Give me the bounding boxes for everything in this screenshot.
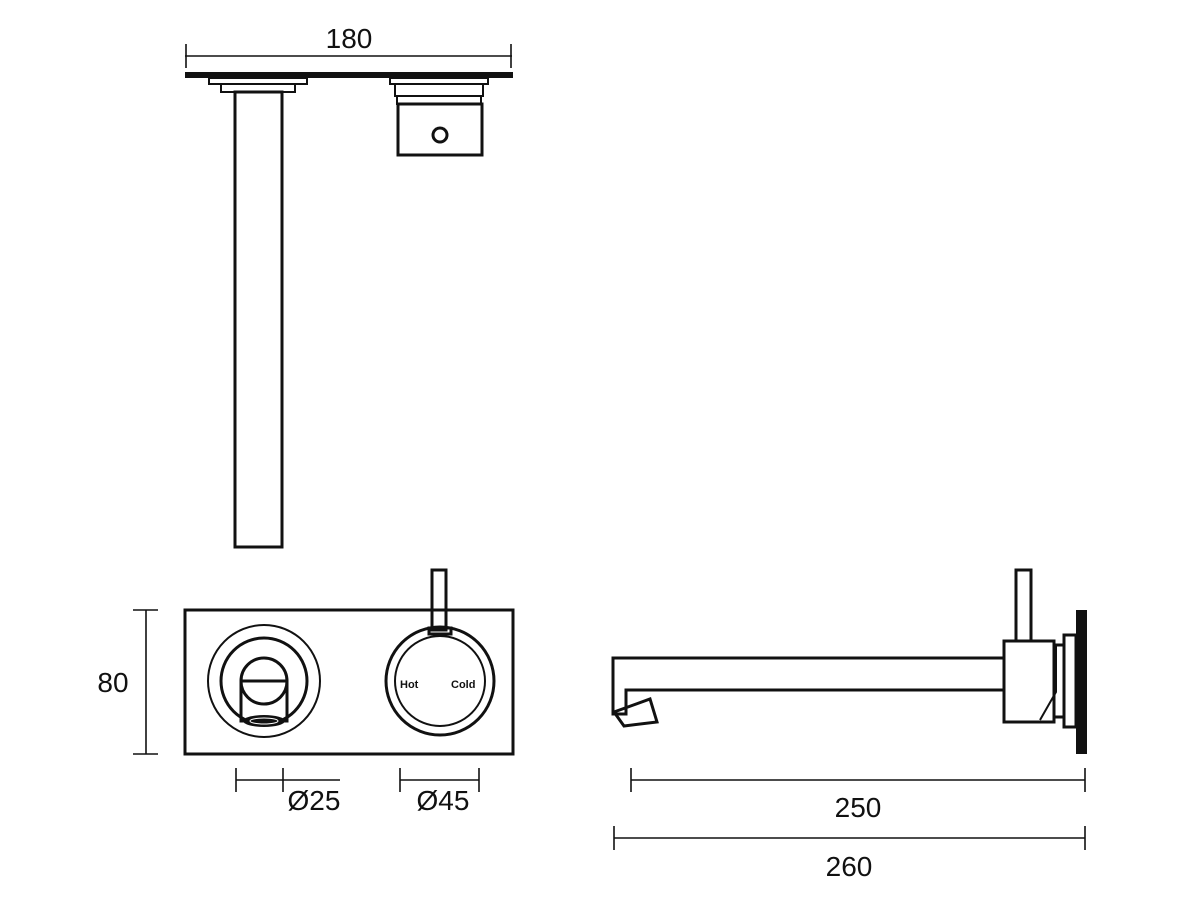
side-mixer-body [1002, 568, 1087, 754]
dimension-80: 80 [97, 609, 158, 755]
side-view: 250 260 [611, 568, 1087, 882]
dimension-label-250: 250 [835, 792, 882, 823]
top-backplate [185, 72, 513, 78]
front-view: 80 Hot Cold Ø25 [97, 568, 515, 816]
top-spout [208, 77, 308, 549]
side-wall-plate [1076, 610, 1087, 754]
spout-aerator [243, 715, 285, 727]
dimension-d25: Ø25 [235, 768, 341, 816]
dimension-label-80: 80 [97, 667, 128, 698]
dimension-250: 250 [630, 768, 1086, 823]
side-spout-tip [611, 697, 659, 728]
front-mixer: Hot Cold [384, 568, 496, 737]
front-backplate [183, 608, 515, 756]
dimension-180: 180 [185, 23, 512, 68]
dimension-label-d25: Ø25 [288, 785, 341, 816]
label-cold: Cold [451, 679, 475, 691]
side-spout-tube [611, 656, 1004, 716]
dimension-label-260: 260 [826, 851, 873, 882]
top-mixer-body [389, 77, 489, 157]
dimension-label-d45: Ø45 [417, 785, 470, 816]
label-hot: Hot [400, 679, 419, 691]
top-view: 180 [185, 23, 513, 549]
dimension-label-180: 180 [326, 23, 373, 54]
front-spout-outlet [207, 624, 321, 738]
dimension-d45: Ø45 [399, 768, 480, 816]
dimension-260: 260 [613, 826, 1086, 882]
